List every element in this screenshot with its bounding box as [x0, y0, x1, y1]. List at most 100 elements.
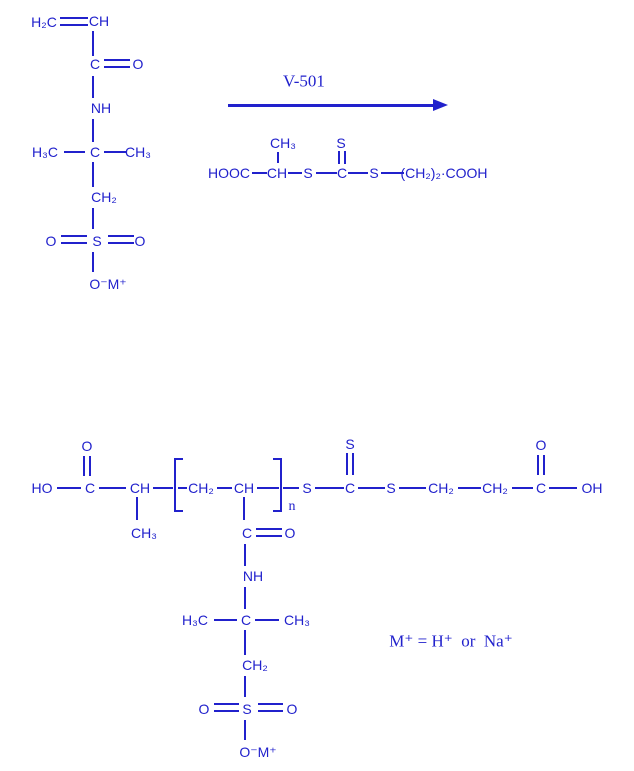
pendant-methyl-left: H₃C [182, 612, 208, 628]
bond-line [92, 162, 94, 187]
cta-thiocarbonyl-c: C [336, 165, 348, 181]
double-bond-line [104, 66, 130, 68]
pendant-ch2: CH₂ [242, 657, 268, 673]
cta-methyl: CH₃ [270, 135, 296, 151]
bond-line [252, 172, 267, 174]
monomer-methyl-left: H₃C [32, 144, 58, 160]
double-bond-line [214, 710, 239, 712]
bond-line [244, 630, 246, 655]
polymer-acid-c-left: C [84, 480, 96, 496]
monomer-sulfonate-counterion: O⁻M⁺ [89, 276, 127, 292]
double-bond-line [214, 703, 239, 705]
bond-line [283, 487, 299, 489]
polymer-repeat-ch: CH [233, 480, 255, 496]
polymer-s-left: S [302, 480, 312, 496]
monomer-quaternary-c: C [89, 144, 101, 160]
double-bond-line [543, 455, 545, 475]
pendant-carbonyl-c: C [241, 525, 253, 541]
reaction-arrow-head [433, 99, 448, 111]
bond-line [92, 31, 94, 56]
polymer-oh: OH [581, 480, 603, 496]
bond-line [315, 487, 344, 489]
pendant-quaternary-c: C [240, 612, 252, 628]
bond-line [153, 487, 173, 489]
bond-line [288, 172, 302, 174]
counterion-legend: M⁺ = H⁺ or Na⁺ [389, 631, 513, 651]
bond-line [255, 619, 279, 621]
polymer-ch2-b: CH₂ [482, 480, 508, 496]
polymer-s-right: S [386, 480, 396, 496]
pendant-methyl-right: CH₃ [284, 612, 310, 628]
monomer-sulfo-o-left: O [45, 233, 57, 249]
bond-line [458, 487, 481, 489]
bond-line [214, 619, 237, 621]
monomer-methyl-right: CH₃ [125, 144, 151, 160]
bond-line [358, 487, 385, 489]
monomer-sulfo-o-right: O [134, 233, 146, 249]
double-bond-line [61, 235, 87, 237]
cta-s-left: S [303, 165, 313, 181]
pendant-sulfo-s: S [242, 701, 252, 717]
bond-line [136, 497, 138, 520]
reaction-arrow-line [228, 104, 434, 107]
bond-line [243, 497, 245, 520]
monomer-carbonyl-o: O [132, 56, 144, 72]
bond-line [178, 487, 187, 489]
cta-hooc: HOOC [208, 165, 250, 181]
double-bond-line [83, 456, 85, 476]
double-bond-line [89, 456, 91, 476]
pendant-sulfo-o-left: O [198, 701, 210, 717]
bond-line [549, 487, 577, 489]
bond-line [381, 172, 404, 174]
monomer-sulfo-s: S [92, 233, 102, 249]
double-bond-line [352, 453, 354, 475]
repeat-subscript-n: n [288, 499, 296, 514]
bond-line [244, 544, 246, 566]
bond-line [92, 252, 94, 272]
double-bond-line [60, 24, 88, 26]
bond-line [399, 487, 426, 489]
double-bond-line [344, 151, 346, 164]
double-bond-line [346, 453, 348, 475]
double-bond-line [338, 151, 340, 164]
double-bond-line [104, 59, 130, 61]
cta-ch: CH [266, 165, 288, 181]
polymer-ch2-a: CH₂ [428, 480, 454, 496]
monomer-nh: NH [90, 100, 112, 116]
bond-line [512, 487, 533, 489]
double-bond-line [258, 703, 283, 705]
bond-line [244, 587, 246, 609]
polymer-acid-o-left: O [81, 438, 93, 454]
polymer-thiocarbonyl-s: S [345, 436, 355, 452]
bond-line [316, 172, 337, 174]
double-bond-line [537, 455, 539, 475]
polymer-ho: HO [31, 480, 53, 496]
polymer-repeat-ch2: CH₂ [188, 480, 214, 496]
bond-line [57, 487, 81, 489]
monomer-vinyl-ch: CH [88, 13, 110, 29]
bond-line [99, 487, 126, 489]
bond-line [244, 720, 246, 740]
double-bond-line [108, 235, 134, 237]
initiator-label: V-501 [283, 71, 325, 91]
cta-s-right: S [369, 165, 379, 181]
double-bond-line [61, 242, 87, 244]
bond-line [104, 151, 126, 153]
bond-line [277, 152, 279, 163]
repeat-bracket-left [174, 458, 183, 512]
repeat-bracket-right [273, 458, 282, 512]
bond-line [64, 151, 85, 153]
pendant-sulfonate-counterion: O⁻M⁺ [239, 744, 277, 760]
monomer-vinyl-h2c: H₂C [31, 14, 57, 30]
cta-thiocarbonyl-s: S [336, 135, 346, 151]
pendant-sulfo-o-right: O [286, 701, 298, 717]
double-bond-line [258, 710, 283, 712]
polymer-ch-alpha: CH [129, 480, 151, 496]
monomer-carbonyl-c: C [89, 56, 101, 72]
bond-line [217, 487, 232, 489]
monomer-ch2: CH₂ [91, 189, 117, 205]
polymer-methyl-alpha: CH₃ [131, 525, 157, 541]
pendant-nh: NH [242, 568, 264, 584]
bond-line [92, 119, 94, 142]
pendant-carbonyl-o: O [284, 525, 296, 541]
